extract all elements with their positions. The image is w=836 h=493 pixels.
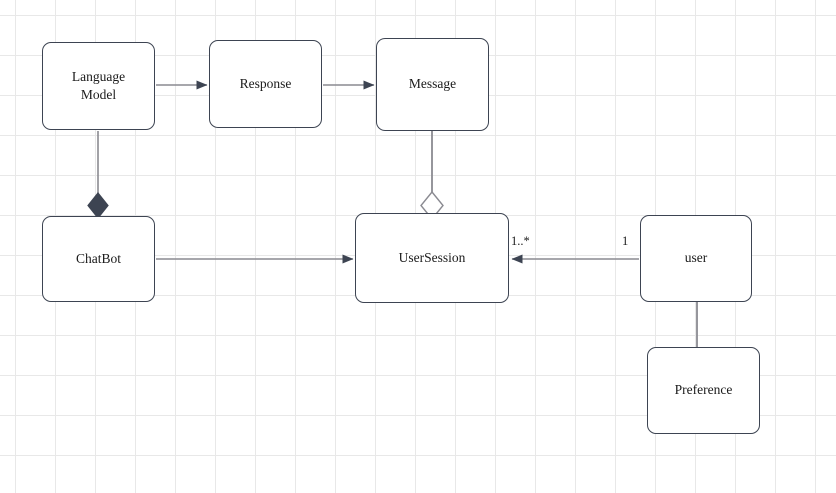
filled-diamond-composition-marker — [87, 192, 109, 219]
node-label-response: Response — [239, 75, 292, 91]
node-preference[interactable]: Preference — [647, 347, 760, 434]
node-response[interactable]: Response — [209, 40, 322, 128]
node-user[interactable]: user — [640, 215, 752, 302]
node-label-message: Message — [408, 76, 457, 92]
node-language-model[interactable]: Language Model — [42, 42, 155, 130]
node-label-user: user — [684, 250, 708, 266]
edge-label-multiplicity-usersession: 1..* — [511, 234, 530, 248]
node-message[interactable]: Message — [376, 38, 489, 131]
node-label-usersession: UserSession — [398, 249, 466, 265]
node-usersession[interactable]: UserSession — [355, 213, 509, 303]
node-label-chatbot: ChatBot — [75, 250, 121, 266]
node-label-language-model: Language Model — [71, 68, 126, 102]
node-label-preference: Preference — [674, 382, 733, 398]
node-chatbot[interactable]: ChatBot — [42, 216, 155, 302]
edge-label-multiplicity-user: 1 — [622, 234, 629, 248]
